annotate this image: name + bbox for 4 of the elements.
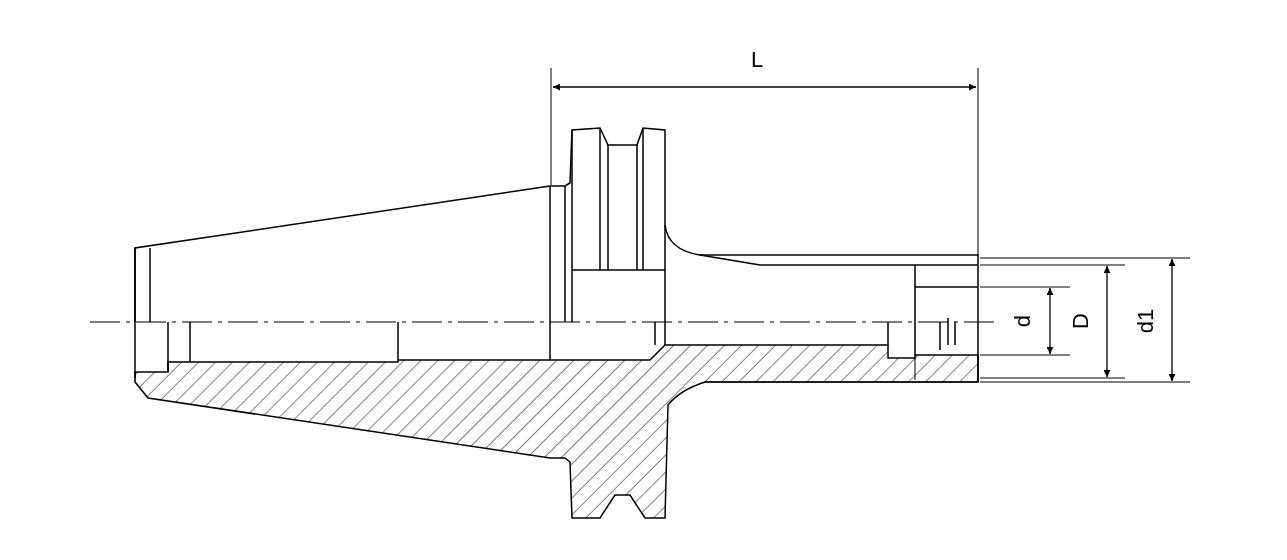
dimension-label: D — [1069, 313, 1092, 329]
dimension-label: d1 — [1135, 308, 1158, 334]
dimension-label: L — [751, 49, 764, 71]
dimension-label: d — [1012, 314, 1035, 328]
